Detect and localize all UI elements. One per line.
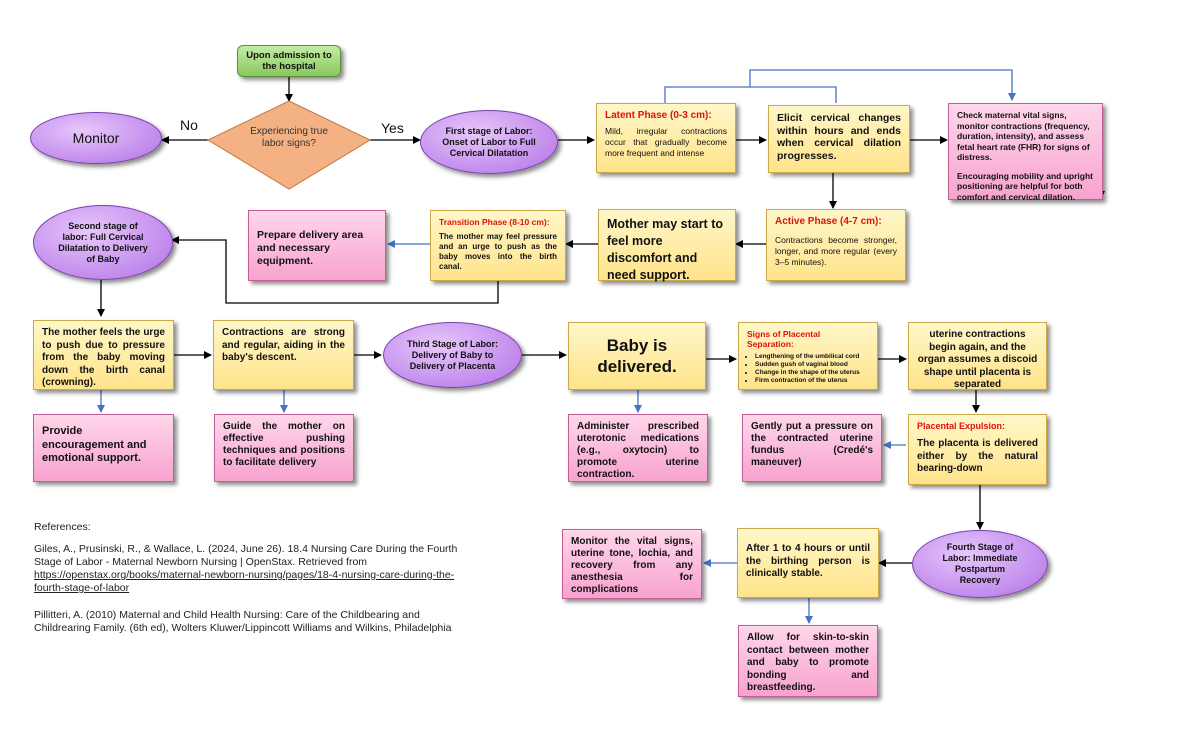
elicit-text: Elicit cervical changes within hours and… (777, 112, 901, 162)
latent-phase-box: Latent Phase (0-3 cm): Mild, irregular c… (596, 103, 736, 173)
encouragement-text: Provide encouragement and emotional supp… (42, 425, 147, 464)
prepare-text: Prepare delivery area and necessary equi… (257, 229, 364, 267)
stage1-label: First stage of Labor: Onset of Labor to … (442, 125, 536, 158)
decision-diamond (206, 100, 372, 190)
start-node: Upon admission to the hospital (237, 45, 341, 77)
monitor-vitals-text: Monitor the vital signs, uterine tone, l… (571, 536, 693, 595)
contractions-strong-box: Contractions are strong and regular, aid… (213, 320, 354, 390)
uterine-resume-box: uterine contractions begin again, and th… (908, 322, 1047, 390)
monitor-label: Monitor (72, 130, 120, 146)
sign-item: Lengthening of the umbilical cord (755, 353, 869, 361)
discomfort-text: Mother may start to feel more discomfort… (607, 217, 723, 282)
latent-body: Mild, irregular contractions occur that … (605, 126, 727, 158)
uterotonic-box: Administer prescribed uterotonic medicat… (568, 414, 708, 482)
sign-item: Change in the shape of the uterus (755, 369, 869, 377)
after-hours-box: After 1 to 4 hours or until the birthing… (737, 528, 879, 598)
prepare-box: Prepare delivery area and necessary equi… (248, 210, 386, 281)
sign-item: Sudden gush of vaginal blood (755, 361, 869, 369)
transition-title: Transition Phase (8-10 cm): (439, 217, 550, 227)
active-body: Contractions become stronger, longer, an… (775, 235, 897, 267)
elicit-box: Elicit cervical changes within hours and… (768, 105, 910, 173)
guide-mother-box: Guide the mother on effective pushing te… (214, 414, 354, 482)
yes-label: Yes (381, 120, 404, 136)
reference-1: Giles, A., Prusinski, R., & Wallace, L. … (34, 543, 458, 594)
uterotonic-text: Administer prescribed uterotonic medicat… (577, 421, 699, 480)
discomfort-box: Mother may start to feel more discomfort… (598, 209, 736, 282)
no-label: No (180, 117, 198, 133)
urge-push-text: The mother feels the urge to push due to… (42, 327, 165, 388)
contractions-strong-text: Contractions are strong and regular, aid… (222, 327, 345, 363)
encouragement-box: Provide encouragement and emotional supp… (33, 414, 174, 482)
check-vitals-text-2: Encouraging mobility and upright positio… (957, 170, 1093, 202)
uterine-resume-text: uterine contractions begin again, and th… (917, 329, 1038, 390)
stage2-label: Second stage of labor: Full Cervical Dil… (58, 220, 148, 264)
placental-expulsion-box: Placental Expulsion: The placenta is del… (908, 414, 1047, 485)
monitor-node: Monitor (30, 112, 162, 164)
sign-item: Firm contraction of the uterus (755, 377, 869, 385)
skin-to-skin-text: Allow for skin-to-skin contact between m… (747, 632, 869, 693)
stage3-label: Third Stage of Labor: Delivery of Baby t… (407, 338, 498, 371)
start-label: Upon admission to the hospital (246, 50, 332, 72)
decision-label: Experiencing true labor signs? (250, 126, 328, 149)
transition-phase-box: Transition Phase (8-10 cm): The mother m… (430, 210, 566, 281)
credes-box: Gently put a pressure on the contracted … (742, 414, 882, 482)
stage1-node: First stage of Labor: Onset of Labor to … (420, 110, 558, 174)
check-vitals-box: Check maternal vital signs, monitor cont… (948, 103, 1103, 202)
stage4-node: Fourth Stage of Labor: Immediate Postpar… (912, 530, 1048, 598)
transition-body: The mother may feel pressure and an urge… (439, 232, 557, 271)
references-heading: References: (34, 521, 91, 533)
after-hours-text: After 1 to 4 hours or until the birthing… (746, 543, 870, 579)
signs-list: Lengthening of the umbilical cord Sudden… (747, 353, 869, 385)
signs-separation-box: Signs of Placental Separation: Lengtheni… (738, 322, 878, 390)
stage3-node: Third Stage of Labor: Delivery of Baby t… (383, 322, 522, 388)
reference-1-link[interactable]: https://openstax.org/books/maternal-newb… (34, 569, 455, 594)
reference-2: Pillitteri, A. (2010) Maternal and Child… (34, 609, 452, 634)
latent-title: Latent Phase (0-3 cm): (605, 110, 712, 121)
stage4-label: Fourth Stage of Labor: Immediate Postpar… (942, 542, 1018, 585)
baby-delivered-box: Baby is delivered. (568, 322, 706, 390)
arrow-transition-to-stage2 (171, 236, 499, 304)
skin-to-skin-box: Allow for skin-to-skin contact between m… (738, 625, 878, 697)
expulsion-title: Placental Expulsion: (917, 421, 1006, 431)
monitor-vitals-box: Monitor the vital signs, uterine tone, l… (562, 529, 702, 599)
urge-push-box: The mother feels the urge to push due to… (33, 320, 174, 390)
bracket-latent-elicit (664, 86, 837, 103)
arrow-bracket-to-vitals (749, 69, 1016, 101)
baby-delivered-text: Baby is delivered. (597, 336, 677, 376)
expulsion-body: The placenta is delivered either by the … (917, 438, 1038, 474)
guide-mother-text: Guide the mother on effective pushing te… (223, 421, 345, 468)
credes-text: Gently put a pressure on the contracted … (751, 421, 873, 468)
active-phase-box: Active Phase (4-7 cm): Contractions beco… (766, 209, 906, 281)
active-title: Active Phase (4-7 cm): (775, 216, 882, 227)
check-vitals-text-1: Check maternal vital signs, monitor cont… (957, 110, 1090, 162)
stage2-node: Second stage of labor: Full Cervical Dil… (33, 205, 173, 280)
signs-title: Signs of Placental Separation: (747, 329, 821, 349)
